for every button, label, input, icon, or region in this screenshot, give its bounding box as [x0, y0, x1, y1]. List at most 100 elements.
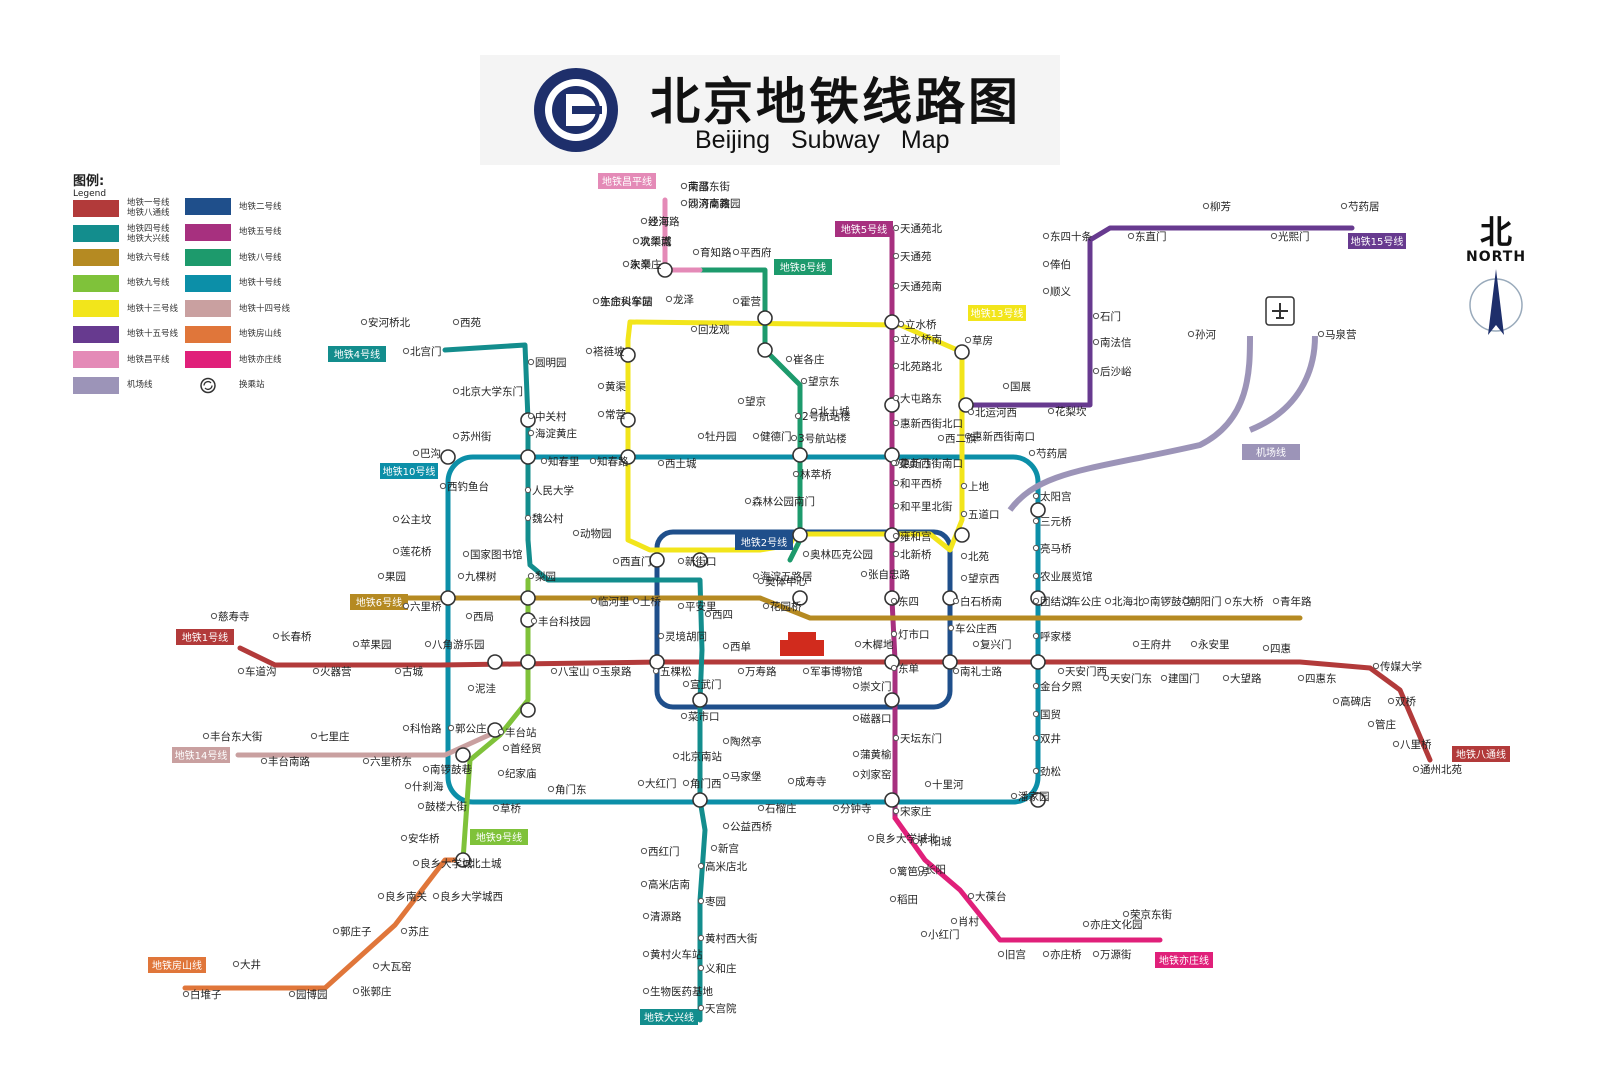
line-badge [735, 534, 793, 550]
station-dot [589, 457, 597, 465]
station-label: 和平西桥 [900, 478, 942, 490]
legend-label: 地铁亦庄线 [239, 354, 282, 365]
station-dot [785, 355, 793, 363]
legend-swatch [185, 351, 231, 368]
station-label: 芍药居 [1348, 200, 1380, 213]
station-label: 鼓楼大街 [425, 800, 467, 813]
station-dot [1028, 449, 1036, 457]
station-label: 丰台南路 [268, 755, 310, 768]
line-badge-label: 地铁房山线 [152, 959, 202, 972]
station-dot [867, 834, 875, 842]
legend-label: 地铁六号线 [127, 252, 170, 263]
legend-swatch [185, 249, 231, 266]
station-dot [1412, 765, 1420, 773]
station-dot [1042, 950, 1050, 958]
legend-item: 地铁一号线 地铁八通线 [73, 198, 170, 218]
station-label: 六里桥东 [370, 755, 412, 768]
station-label: 丰台站 [505, 726, 537, 739]
station-label: 丰台科技园 [538, 615, 591, 628]
station-label: 南锣鼓巷 [1150, 595, 1192, 608]
station-dot [1032, 734, 1040, 742]
station-label: 望京 [745, 395, 766, 408]
station-dot [1387, 697, 1395, 705]
station-label: 旧宫 [1005, 948, 1026, 961]
station-dot [832, 804, 840, 812]
station-dot [1032, 682, 1040, 690]
station-dot [697, 432, 705, 440]
station-dot [452, 387, 460, 395]
station-label: 北运河西 [975, 407, 1017, 419]
station-label: 平西府 [740, 246, 772, 259]
transfer-station-icon [487, 654, 503, 670]
station-label: 次渠南 [640, 235, 672, 248]
line-badge [470, 829, 528, 845]
station-label: 中关村 [535, 410, 567, 423]
station-dot [1104, 597, 1112, 605]
station-label: 马家堡 [730, 770, 762, 783]
station-dot [465, 612, 473, 620]
station-label: 白堆子 [190, 988, 222, 1001]
legend-label: 地铁五号线 [239, 227, 282, 237]
station-label: 安华桥 [408, 832, 440, 845]
station-label: 枣园 [705, 896, 726, 908]
station-label: 经海路 [648, 215, 680, 228]
station-dot [732, 297, 740, 305]
station-dot [950, 917, 958, 925]
legend-item: 地铁十五号线 [73, 325, 178, 343]
station-dot [697, 1004, 705, 1012]
station-dot [722, 822, 730, 830]
station-dot [424, 640, 432, 648]
station-label: 宋家庄 [900, 805, 932, 818]
line-badge-label: 地铁5号线 [841, 223, 887, 236]
station-label: 火器营 [320, 665, 352, 678]
station-label: 潘家园 [1018, 790, 1050, 803]
line-badge-label: 地铁昌平线 [602, 175, 652, 188]
legend-item: 地铁亦庄线 [185, 351, 282, 368]
transfer-station-icon [620, 412, 636, 428]
legend-item: 换乘站 [185, 377, 265, 394]
station-dot [260, 757, 268, 765]
station-label: 褡裢坡 [593, 345, 625, 358]
station-dot [960, 574, 968, 582]
legend-label: 地铁十四号线 [239, 303, 291, 314]
station-dot [404, 782, 412, 790]
station-label: 北新桥 [900, 548, 932, 561]
station-label: 双桥 [1395, 696, 1417, 708]
legend-item: 地铁二号线 [185, 198, 282, 215]
legend-swatch [73, 225, 119, 242]
station-label: 沙河高教园 [688, 197, 741, 210]
legend-label: 地铁十三号线 [127, 303, 179, 314]
station-label: 张郭庄 [360, 985, 392, 998]
station-dot [392, 515, 400, 523]
station-dot [210, 612, 218, 620]
station-label: 成寿寺 [795, 775, 827, 788]
station-label: 国展 [1010, 381, 1032, 393]
airport-icon [1272, 303, 1288, 319]
line-14-route [235, 727, 503, 758]
station-label: 巴沟 [420, 447, 441, 460]
station-label: 莲花桥 [400, 545, 432, 558]
station-label: 荣昌东街 [688, 180, 730, 193]
legend-item: 地铁六号线 [73, 249, 170, 266]
station-dot [960, 482, 968, 490]
station-label: 北土城 [818, 405, 850, 418]
station-dot [802, 550, 810, 558]
legend-swatch [73, 300, 119, 317]
station-dot [1057, 667, 1065, 675]
station-dot [1010, 792, 1018, 800]
station-label: 张自忠路 [868, 568, 910, 581]
line-badge-label: 地铁8号线 [780, 261, 826, 274]
station-label: 沙河 [648, 216, 669, 228]
station-dot [680, 199, 688, 207]
legend-title-en: Legend [73, 189, 107, 199]
station-label: 惠新西街南口 [972, 430, 1035, 443]
station-dot [854, 640, 862, 648]
station-label: 东单 [898, 662, 919, 675]
station-label: 长阳 [925, 864, 946, 876]
station-label: 常营 [605, 408, 626, 421]
station-dot [457, 572, 465, 580]
line-badge-label: 地铁大兴线 [644, 1011, 694, 1024]
legend-label: 地铁九号线 [127, 278, 170, 288]
station-label: 天安门东 [1110, 672, 1152, 685]
station-label: 公益西桥 [730, 820, 772, 833]
